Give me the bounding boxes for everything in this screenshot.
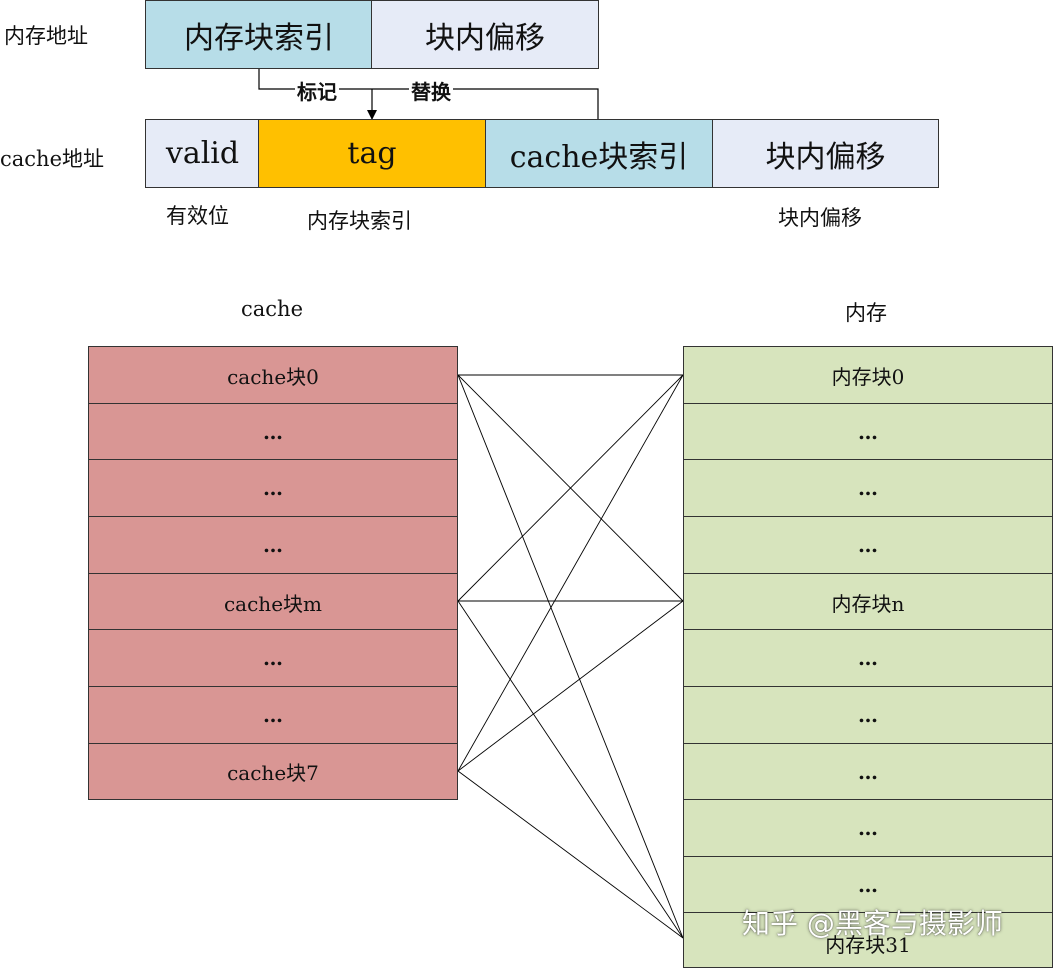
- cache-row: cache块0: [88, 346, 458, 404]
- cache-block-offset-field: 块内偏移: [712, 119, 939, 188]
- memory-row: …: [683, 629, 1053, 687]
- mapping-line: [457, 374, 684, 772]
- offset-caption: 块内偏移: [778, 206, 862, 230]
- memory-address-label: 内存地址: [4, 24, 88, 48]
- cache-row: …: [88, 686, 458, 744]
- cache-block-index-field: cache块索引: [485, 119, 713, 188]
- memory-row: 内存块n: [683, 573, 1053, 631]
- mapping-line: [457, 600, 684, 772]
- memory-row: …: [683, 686, 1053, 744]
- cache-title: cache: [241, 297, 303, 321]
- memory-block-offset-field: 块内偏移: [371, 0, 599, 69]
- mapping-line: [457, 374, 684, 602]
- cache-address-label: cache地址: [0, 147, 104, 171]
- cache-row: …: [88, 459, 458, 517]
- cache-row: cache块m: [88, 573, 458, 631]
- memory-title: 内存: [845, 301, 887, 325]
- mapping-line: [457, 374, 684, 939]
- cache-row: …: [88, 629, 458, 687]
- memory-row: …: [683, 743, 1053, 801]
- memory-row: …: [683, 799, 1053, 857]
- valid-field: valid: [145, 119, 260, 188]
- memory-row: …: [683, 516, 1053, 574]
- watermark: 知乎 @黑客与摄影师: [742, 907, 1003, 940]
- mark-label: 标记: [295, 76, 339, 105]
- cache-row: …: [88, 516, 458, 574]
- tag-caption: 内存块索引: [307, 209, 412, 233]
- replace-label: 替换: [409, 76, 453, 105]
- mapping-line: [457, 770, 684, 939]
- cache-row: cache块7: [88, 743, 458, 800]
- memory-row: …: [683, 403, 1053, 461]
- memory-row: …: [683, 459, 1053, 517]
- memory-row: 内存块0: [683, 346, 1053, 404]
- tag-field: tag: [258, 119, 486, 188]
- cache-row: …: [88, 403, 458, 461]
- mapping-line: [457, 600, 684, 939]
- valid-caption: 有效位: [166, 204, 229, 228]
- memory-block-index-field: 内存块索引: [145, 0, 373, 69]
